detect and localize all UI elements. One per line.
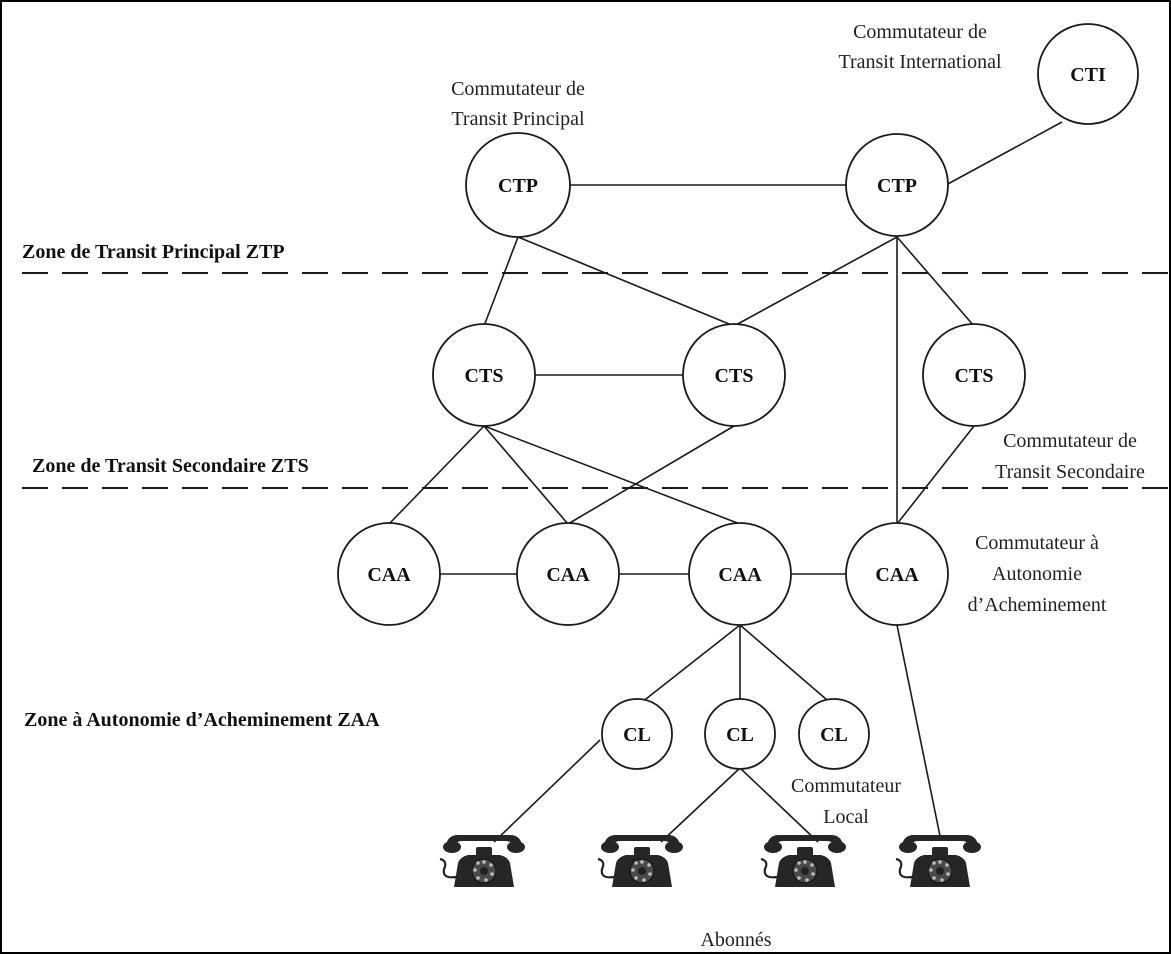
zone-label-zts: Zone de Transit Secondaire ZTS: [32, 455, 309, 477]
node-cts-left: CTS: [432, 323, 536, 427]
edge-cl1-phone1: [493, 739, 601, 843]
node-caa-3: CAA: [688, 522, 792, 626]
caption-cts-line2: Transit Secondaire: [995, 461, 1145, 483]
node-caa-4: CAA: [845, 522, 949, 626]
node-cti: CTI: [1037, 23, 1139, 125]
edge-caa4-phone4: [896, 624, 941, 837]
caption-ctp-line1: Commutateur de: [451, 78, 585, 100]
node-ctp-left-label: CTP: [498, 175, 538, 197]
edge-cl2-phone3: [739, 767, 819, 843]
edge-cl2-phone2: [660, 767, 741, 843]
caption-cts: Commutateur de Transit Secondaire: [995, 430, 1145, 483]
caption-caa-line3: d’Acheminement: [968, 594, 1107, 616]
node-caa-1: CAA: [337, 522, 441, 626]
node-cl-3: CL: [798, 698, 870, 770]
node-cts-left-label: CTS: [465, 365, 504, 387]
edge-cts-caa3: [483, 425, 741, 525]
node-cti-label: CTI: [1070, 64, 1106, 86]
edge-cts-caa2: [483, 425, 569, 525]
zone-label-ztp: Zone de Transit Principal ZTP: [22, 241, 285, 263]
edge-ctp2-cts-middle: [733, 236, 898, 327]
node-caa-4-label: CAA: [875, 564, 919, 586]
node-cl-3-label: CL: [820, 724, 848, 746]
caption-cl-line1: Commutateur: [791, 775, 901, 797]
node-ctp-left: CTP: [465, 132, 571, 238]
node-ctp-right: CTP: [845, 133, 949, 237]
edge-ctp-cti: [945, 121, 1063, 186]
edge-ctp-cts-middle: [517, 236, 735, 327]
caption-caa-line1: Commutateur à: [975, 532, 1099, 554]
edge-cts3-caa4: [896, 425, 975, 525]
edge-ctp2-cts-right: [896, 236, 975, 327]
connections: [388, 121, 1063, 843]
node-cl-2-label: CL: [726, 724, 754, 746]
node-cl-1-label: CL: [623, 724, 651, 746]
caption-ctp: Commutateur de Transit Principal: [451, 78, 585, 130]
node-cts-middle-label: CTS: [715, 365, 754, 387]
caption-cti-line2: Transit International: [838, 51, 1002, 73]
caption-caa: Commutateur à Autonomie d’Acheminement: [968, 532, 1107, 616]
node-cl-1: CL: [601, 698, 673, 770]
node-cts-middle: CTS: [682, 323, 786, 427]
caption-cl: Commutateur Local: [791, 775, 901, 828]
node-caa-3-label: CAA: [718, 564, 762, 586]
node-caa-2: CAA: [516, 522, 620, 626]
edge-ctp-cts-left: [483, 236, 519, 327]
node-cts-right-label: CTS: [955, 365, 994, 387]
edge-caa3-cl3: [739, 624, 835, 707]
edge-caa3-cl1: [636, 624, 741, 707]
caption-cti: Commutateur de Transit International: [838, 21, 1002, 73]
node-caa-1-label: CAA: [367, 564, 411, 586]
caption-ctp-line2: Transit Principal: [451, 108, 585, 130]
node-caa-2-label: CAA: [546, 564, 590, 586]
node-cl-2: CL: [704, 698, 776, 770]
zone-label-zaa: Zone à Autonomie d’Acheminement ZAA: [24, 709, 380, 731]
caption-cti-line1: Commutateur de: [853, 21, 987, 43]
caption-cl-line2: Local: [823, 806, 869, 828]
edge-cts2-caa2: [567, 425, 735, 525]
node-cts-right: CTS: [922, 323, 1026, 427]
caption-cts-line1: Commutateur de: [1003, 430, 1137, 452]
caption-subscribers: Abonnés: [700, 929, 771, 951]
node-ctp-right-label: CTP: [877, 175, 917, 197]
edge-cts-caa1: [388, 425, 485, 525]
caption-caa-line2: Autonomie: [992, 563, 1082, 585]
